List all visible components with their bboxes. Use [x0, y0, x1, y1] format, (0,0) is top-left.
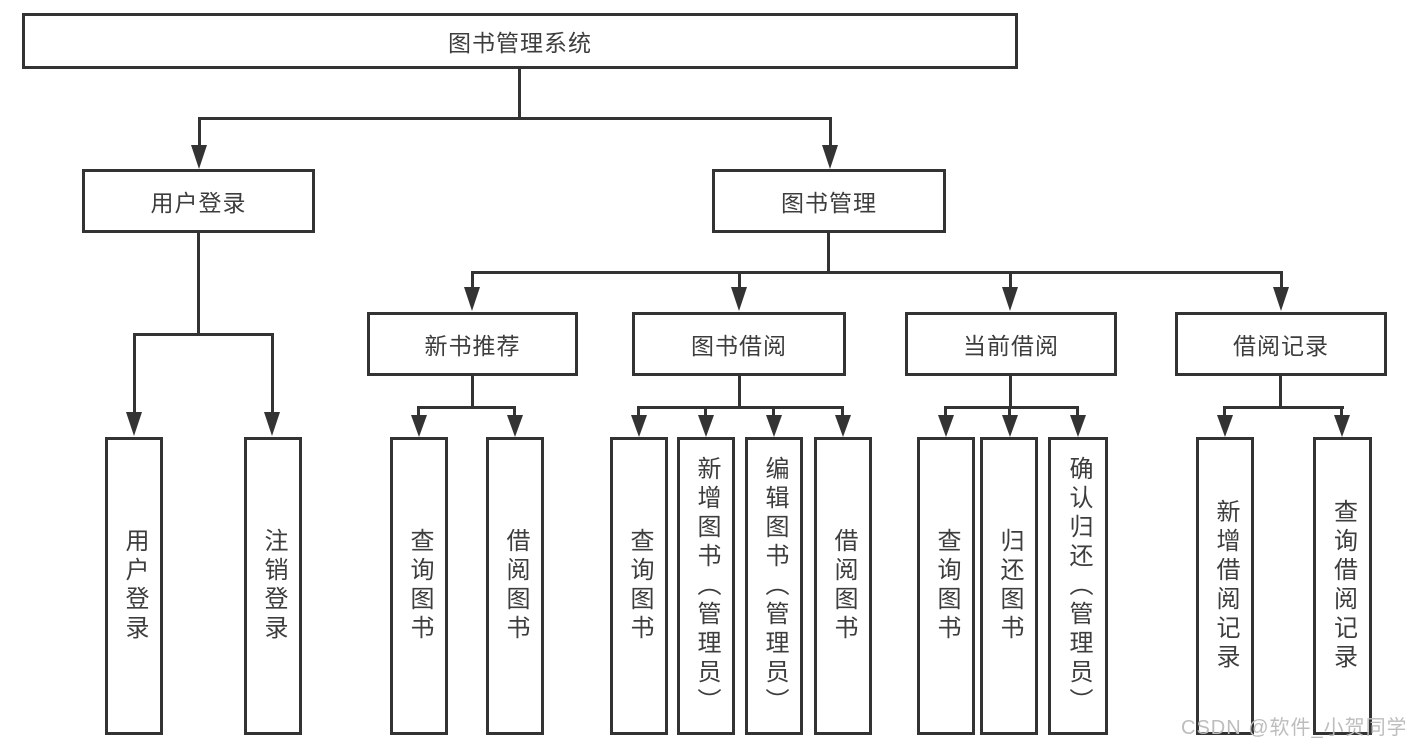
leaf-label: 新增借阅记录: [1212, 499, 1239, 673]
arrowhead-user-login-icon: [191, 145, 207, 169]
connector-to-new-book: [471, 271, 474, 291]
node-user-login: 用户登录: [82, 169, 315, 233]
node-label: 当前借阅: [963, 333, 1059, 359]
connector-leaf: [637, 406, 640, 419]
connector-borrow-records-split: [1223, 406, 1344, 409]
connector-leaf: [1340, 406, 1343, 419]
leaf-label: 查询图书: [933, 528, 960, 644]
connector-to-book-borrow: [738, 271, 741, 291]
arrowhead-icon: [631, 415, 647, 437]
connector-leaf: [944, 406, 947, 419]
node-current-borrow: 当前借阅: [905, 312, 1117, 376]
arrowhead-book-borrow-icon: [731, 287, 747, 311]
connector-to-current-borrow: [1009, 271, 1012, 291]
arrowhead-icon: [938, 415, 954, 437]
connector-to-borrow-records: [1280, 271, 1283, 291]
node-borrow-records: 借阅记录: [1175, 312, 1387, 376]
leaf-query-borrow-record: 查询借阅记录: [1313, 437, 1372, 735]
arrowhead-borrow-records-icon: [1273, 287, 1289, 311]
connector-new-book-stem: [471, 376, 474, 408]
connector-current-borrow-stem: [1009, 376, 1012, 408]
leaf-label: 查询图书: [406, 528, 433, 644]
arrowhead-leaf-user-login-icon: [126, 412, 142, 436]
leaf-logout: 注销登录: [244, 437, 302, 735]
connector-current-borrow-split: [944, 406, 1079, 409]
connector-book-management-stem: [827, 233, 830, 273]
arrowhead-icon: [698, 415, 714, 437]
node-label: 图书管理系统: [448, 30, 592, 56]
arrowhead-book-management-icon: [822, 145, 838, 169]
connector-root-split: [198, 117, 832, 120]
connector-user-login-split: [133, 333, 274, 336]
connector-leaf: [704, 406, 707, 419]
connector-root-stem: [518, 69, 521, 119]
leaf-label: 确认归还（管理员）: [1065, 455, 1092, 717]
connector-user-login-stem: [197, 232, 200, 335]
node-label: 用户登录: [150, 190, 247, 216]
leaf-return-books: 归还图书: [980, 437, 1038, 735]
arrowhead-leaf-logout-icon: [264, 412, 280, 436]
connector-leaf: [417, 406, 420, 419]
leaf-label: 借阅图书: [830, 528, 857, 644]
leaf-query-books-borrow: 查询图书: [610, 437, 668, 735]
connector-leaf: [841, 406, 844, 419]
leaf-edit-books-admin: 编辑图书（管理员）: [745, 437, 803, 735]
connector-to-leaf-logout: [271, 333, 274, 414]
connector-to-leaf-user-login: [133, 333, 136, 414]
connector-borrow-records-stem: [1279, 376, 1282, 408]
arrowhead-new-book-icon: [464, 287, 480, 311]
node-library-management-system: 图书管理系统: [22, 13, 1018, 69]
leaf-label: 查询图书: [626, 528, 653, 644]
leaf-borrow-books: 借阅图书: [814, 437, 872, 735]
connector-leaf: [1223, 406, 1226, 419]
node-label: 借阅记录: [1233, 333, 1329, 359]
arrowhead-icon: [1070, 415, 1086, 437]
connector-to-user-login: [198, 117, 201, 149]
leaf-label: 新增图书（管理员）: [693, 455, 720, 717]
leaf-label: 编辑图书（管理员）: [761, 455, 788, 717]
arrowhead-icon: [835, 415, 851, 437]
leaf-add-books-admin: 新增图书（管理员）: [677, 437, 735, 735]
leaf-label: 借阅图书: [502, 528, 529, 644]
node-book-borrow: 图书借阅: [632, 312, 846, 376]
arrowhead-icon: [766, 415, 782, 437]
arrowhead-icon: [411, 415, 427, 437]
arrowhead-icon: [1334, 415, 1350, 437]
connector-book-borrow-split: [637, 406, 844, 409]
connector-leaf: [772, 406, 775, 419]
node-label: 图书管理: [781, 190, 877, 216]
connector-new-book-split: [417, 406, 516, 409]
arrowhead-current-borrow-icon: [1002, 287, 1018, 311]
leaf-query-books-recommend: 查询图书: [390, 437, 448, 735]
connector-book-borrow-stem: [738, 376, 741, 408]
node-label: 图书借阅: [691, 333, 787, 359]
arrowhead-icon: [1217, 415, 1233, 437]
leaf-label: 归还图书: [996, 528, 1023, 644]
connector-to-book-management: [829, 117, 832, 149]
leaf-query-books-current: 查询图书: [917, 437, 975, 735]
leaf-add-borrow-record: 新增借阅记录: [1196, 437, 1254, 735]
leaf-label: 查询借阅记录: [1329, 499, 1357, 673]
leaf-user-login: 用户登录: [105, 437, 163, 735]
leaf-borrow-books-recommend: 借阅图书: [486, 437, 544, 735]
arrowhead-icon: [507, 415, 523, 437]
leaf-label: 注销登录: [260, 528, 287, 644]
connector-leaf: [1076, 406, 1079, 419]
node-book-management: 图书管理: [712, 169, 946, 233]
node-new-book-recommend: 新书推荐: [367, 312, 578, 376]
node-label: 新书推荐: [424, 333, 521, 359]
connector-leaf: [513, 406, 516, 419]
connector-book-management-split: [471, 271, 1283, 274]
connector-leaf: [1008, 406, 1011, 419]
arrowhead-icon: [1002, 415, 1018, 437]
leaf-label: 用户登录: [121, 528, 148, 644]
watermark: CSDN @软件_小贺同学: [1181, 717, 1405, 739]
leaf-confirm-return-admin: 确认归还（管理员）: [1048, 437, 1108, 735]
